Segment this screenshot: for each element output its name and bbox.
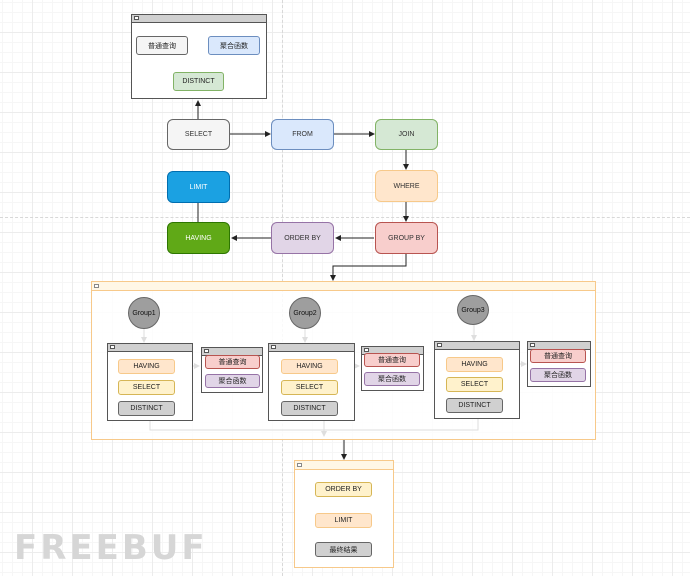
collapse-icon[interactable] (530, 343, 535, 347)
group1-select: SELECT (118, 380, 175, 395)
group3-having: HAVING (446, 357, 503, 372)
collapse-icon[interactable] (110, 345, 115, 349)
top-normal-query: 普通查询 (136, 36, 188, 55)
group3-aggregate: 聚合函数 (530, 368, 586, 382)
group2-circle: Group2 (289, 297, 321, 329)
group2-aggregate: 聚合函数 (364, 372, 420, 386)
limit-node[interactable]: LIMIT (167, 171, 230, 203)
order-by-node[interactable]: ORDER BY (271, 222, 334, 254)
group2-normal-query: 普通查询 (364, 353, 420, 367)
collapse-icon[interactable] (94, 284, 99, 288)
group3-select: SELECT (446, 377, 503, 392)
group1-normal-query: 普通查询 (205, 355, 260, 369)
group2-select: SELECT (281, 380, 338, 395)
having-node[interactable]: HAVING (167, 222, 230, 254)
collapse-icon[interactable] (271, 345, 276, 349)
edge-groupby-groups (330, 254, 407, 281)
group3-normal-query: 普通查询 (530, 349, 586, 363)
from-node[interactable]: FROM (271, 119, 334, 150)
guide-line-horizontal (0, 217, 690, 218)
collapse-icon[interactable] (134, 16, 139, 20)
container-titlebar (132, 15, 266, 23)
group2-distinct: DISTINCT (281, 401, 338, 416)
join-node[interactable]: JOIN (375, 119, 438, 150)
top-aggregate: 聚合函数 (208, 36, 260, 55)
collapse-icon[interactable] (437, 343, 442, 347)
where-node[interactable]: WHERE (375, 170, 438, 202)
group1-having: HAVING (118, 359, 175, 374)
collapse-icon[interactable] (204, 349, 209, 353)
freebuf-watermark: FREEBUF (14, 528, 208, 568)
group1-aggregate: 聚合函数 (205, 374, 260, 388)
group-by-node[interactable]: GROUP BY (375, 222, 438, 254)
groups-container-titlebar (92, 282, 595, 291)
final-result: 最终结果 (315, 542, 372, 557)
group1-distinct: DISTINCT (118, 401, 175, 416)
collapse-icon[interactable] (364, 348, 369, 352)
select-node[interactable]: SELECT (167, 119, 230, 150)
final-container-titlebar (295, 461, 393, 470)
collapse-icon[interactable] (297, 463, 302, 467)
group1-circle: Group1 (128, 297, 160, 329)
top-distinct: DISTINCT (173, 72, 224, 91)
final-order-by: ORDER BY (315, 482, 372, 497)
group2-having: HAVING (281, 359, 338, 374)
final-limit: LIMIT (315, 513, 372, 528)
group3-circle: Group3 (457, 295, 489, 325)
group3-distinct: DISTINCT (446, 398, 503, 413)
